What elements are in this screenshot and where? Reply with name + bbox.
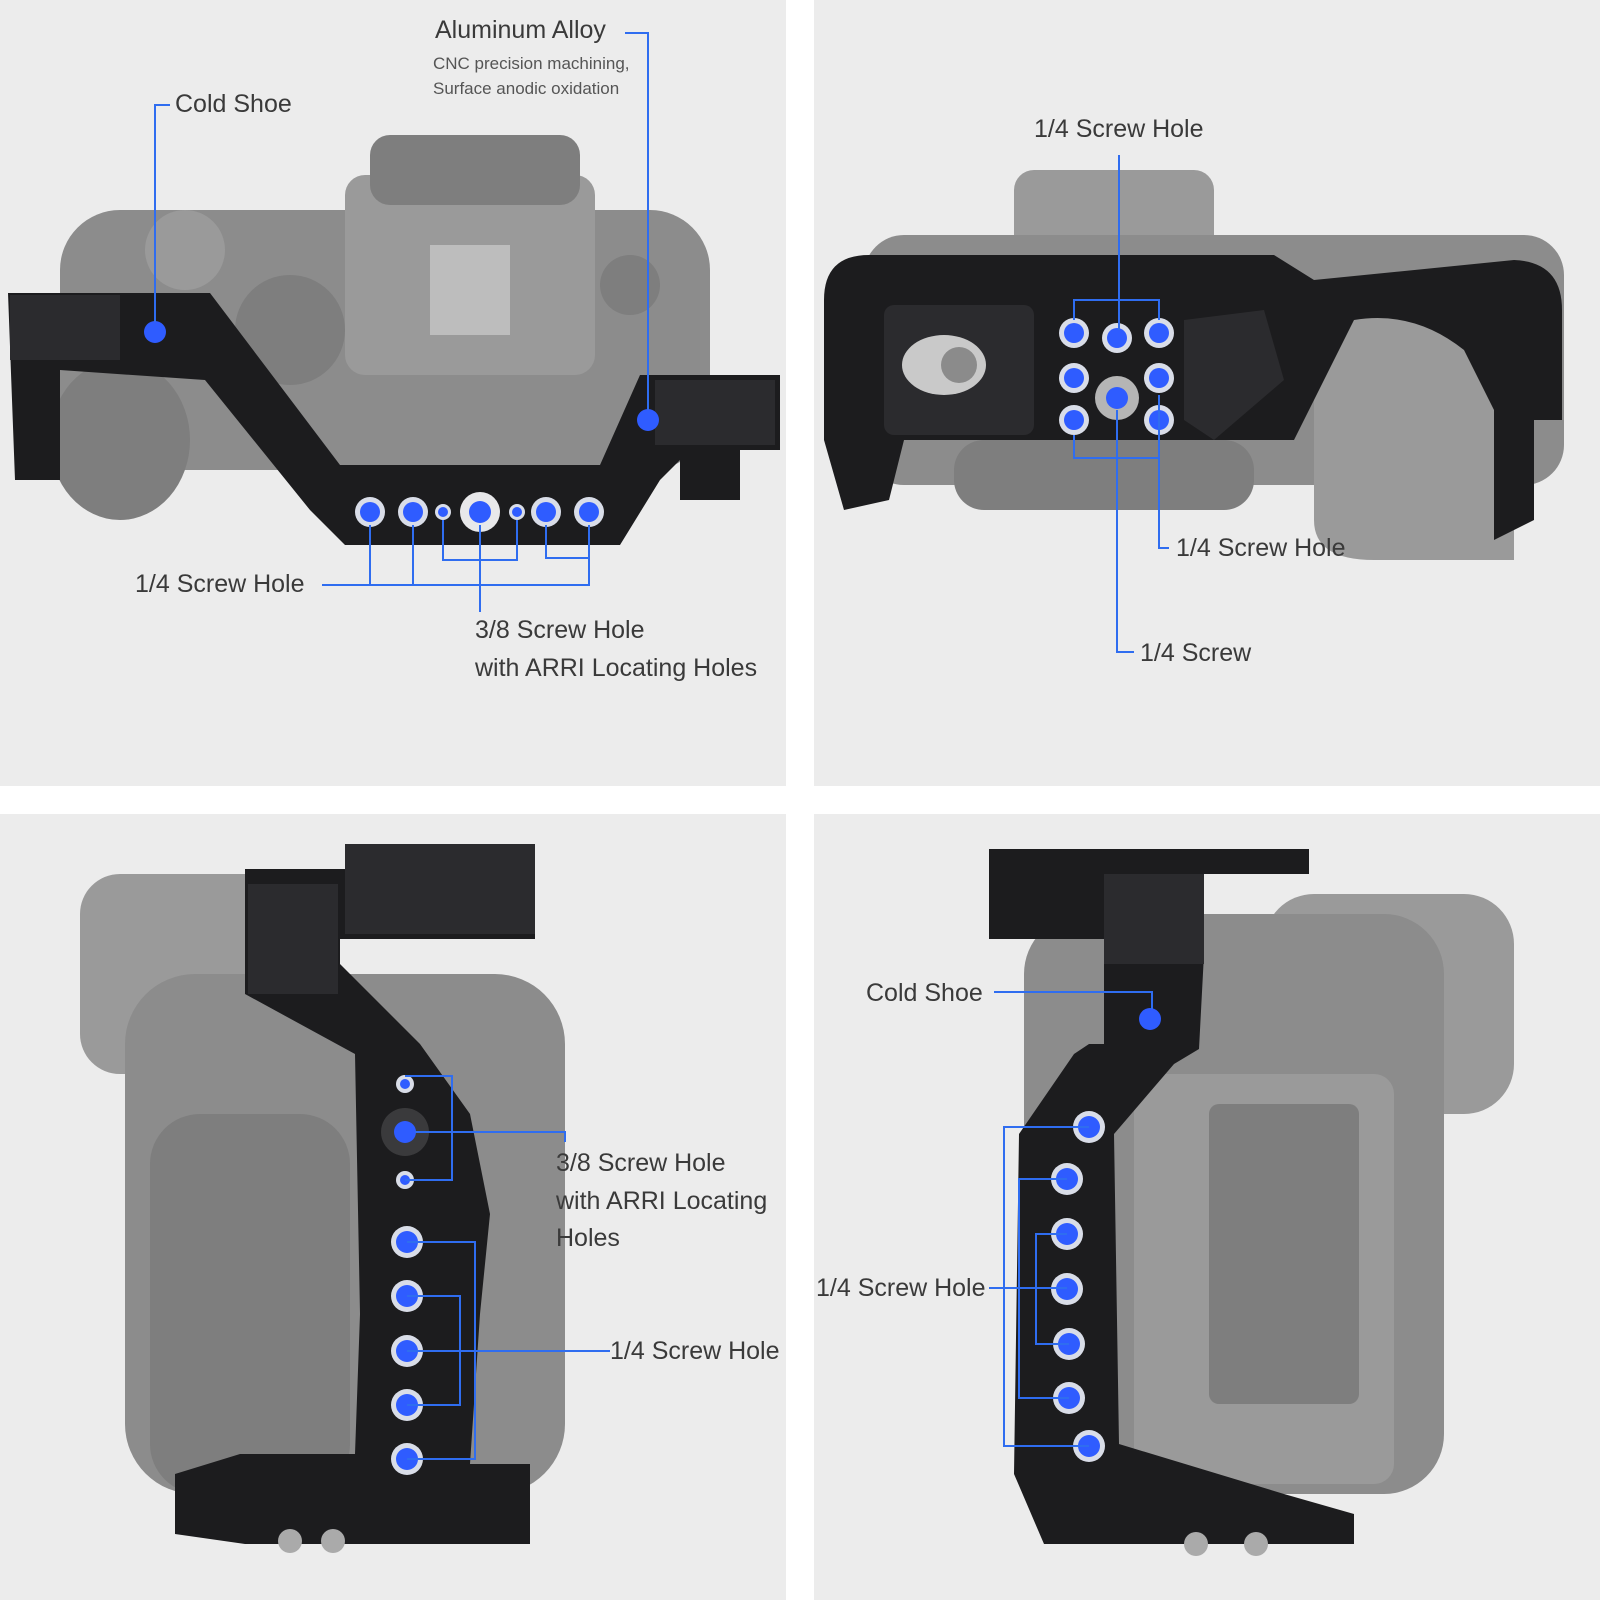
cage-top-handle [8, 293, 780, 545]
top-view-holes [144, 321, 659, 532]
cage-side-handle-right [989, 849, 1354, 1544]
cold-shoe-label: Cold Shoe [866, 979, 983, 1007]
left-side-illustration [80, 844, 610, 1553]
quarter-screw-label: 1/4 Screw [1140, 639, 1252, 667]
three-eighths-screw-hole-label: 3/8 Screw Hole [475, 616, 645, 644]
quarter-screw-hole-label: 1/4 Screw Hole [610, 1337, 780, 1365]
panel-right-side-view: Cold Shoe 1/4 Screw Hole [814, 814, 1600, 1600]
camera-body-top [50, 135, 710, 520]
panel-left-side-view: 3/8 Screw Hole with ARRI Locating Holes … [0, 814, 786, 1600]
top-view-illustration [8, 32, 780, 612]
arri-locating-holes-label: with ARRI Locating Holes [475, 654, 758, 682]
panel-bottom-view: 1/4 Screw Hole 1/4 Screw Hole 1/4 Screw [814, 0, 1600, 786]
bottom-view-illustration [824, 155, 1564, 653]
material-detail-2: Surface anodic oxidation [433, 79, 620, 98]
right-side-callouts [989, 991, 1153, 1447]
right-side-illustration [989, 849, 1514, 1556]
cold-shoe-label: Cold Shoe [175, 90, 292, 118]
left-side-callouts [405, 1075, 610, 1460]
top-view-callouts [154, 32, 649, 612]
material-detail-1: CNC precision machining, [433, 54, 630, 73]
bottom-view-holes [1059, 318, 1174, 435]
bottom-view-callouts [1073, 155, 1169, 653]
three-eighths-screw-hole-label: 3/8 Screw Hole [556, 1149, 726, 1177]
arri-locating-label: with ARRI Locating [556, 1187, 768, 1215]
cage-bottom-plate [824, 255, 1562, 540]
holes-label: Holes [556, 1224, 620, 1252]
cage-side-handle-left [175, 844, 535, 1544]
panel-top-view: Aluminum Alloy CNC precision machining, … [0, 0, 786, 786]
quarter-screw-hole-label: 1/4 Screw Hole [135, 570, 305, 598]
material-title: Aluminum Alloy [435, 16, 606, 44]
top-quarter-screw-hole-label: 1/4 Screw Hole [1034, 115, 1204, 143]
side-quarter-screw-hole-label: 1/4 Screw Hole [1176, 534, 1346, 562]
quarter-screw-hole-label: 1/4 Screw Hole [816, 1274, 986, 1302]
